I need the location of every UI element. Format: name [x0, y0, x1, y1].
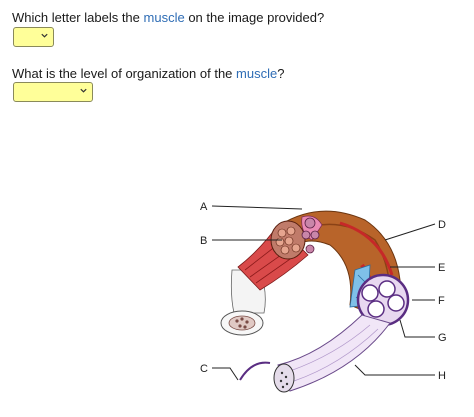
question-1-term-link[interactable]: muscle: [143, 10, 185, 25]
question-2-text: What is the level of organization of the…: [12, 66, 284, 81]
question-2-dropdown[interactable]: [13, 82, 93, 102]
chevron-down-icon: [41, 33, 48, 38]
label-g: G: [438, 332, 447, 344]
chevron-down-icon: [80, 88, 87, 93]
nerve: [239, 361, 271, 381]
muscle-structure-diagram: A B C D E F G H: [200, 201, 447, 393]
question-2-prefix: What is the level of organization of the: [12, 66, 237, 81]
fascicle-cross-section: [349, 264, 410, 327]
label-a: A: [200, 201, 208, 213]
question-1-prefix: Which letter labels the: [12, 10, 144, 25]
label-leader-lines: [211, 205, 436, 381]
question-2-term-link[interactable]: muscle: [236, 66, 278, 81]
question-2-suffix: ?: [277, 66, 285, 81]
muscle-fiber: [273, 314, 391, 393]
question-1-text: Which letter labels the muscle on the im…: [12, 10, 324, 25]
label-d: D: [438, 219, 446, 231]
label-b: B: [200, 235, 207, 247]
question-1-dropdown[interactable]: [13, 27, 54, 47]
label-h: H: [438, 370, 446, 382]
label-c: C: [200, 363, 208, 375]
muscle-fibers-top: [301, 215, 323, 254]
label-f: F: [438, 295, 445, 307]
question-1-suffix: on the image provided?: [184, 10, 325, 25]
label-e: E: [438, 262, 445, 274]
